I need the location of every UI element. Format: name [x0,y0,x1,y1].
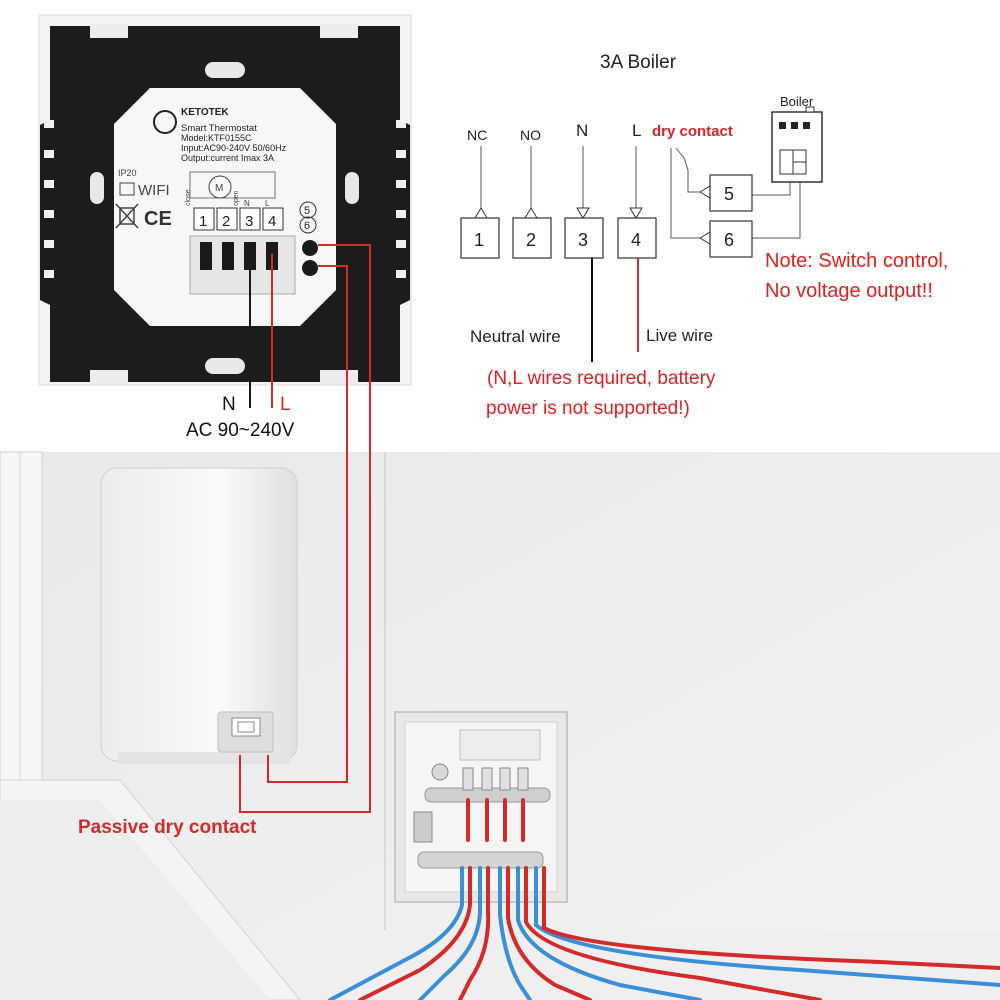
pin-boxes [460,217,657,259]
dry-terminal-5-ring [299,201,317,219]
boiler-icon-label: Boiler [780,94,814,109]
side-slots [44,120,406,278]
motor-letter: M [215,183,223,194]
clip-tr [320,24,358,38]
input-spec-text: Input:AC90-240V 50/60Hz [181,143,287,153]
dry-terminal-5: 5 [304,205,310,217]
brand-text: KETOTEK [181,107,229,118]
screw-slot-bottom [205,358,245,374]
screw-slot-top [205,62,245,78]
tag-l: L [265,199,270,208]
schematic-title: 3A Boiler [600,52,677,73]
clip-bl [90,370,128,384]
tag-open: open [233,190,240,206]
screw-slot-right [345,172,359,204]
ketotek-logo [153,110,177,134]
passive-dry-contact-label: Passive dry contact [78,817,257,838]
dry-wire-outer [239,244,371,813]
schematic-dry-5: 5 [724,184,734,204]
schematic-pin-1: 1 [474,230,484,250]
pump-unit [413,811,433,843]
schematic-pin-3: 3 [578,230,588,250]
manifold-controller [459,729,541,761]
valve-2 [481,767,493,791]
note-line-2: No voltage output!! [765,280,933,302]
wiring-schematic: 3A Boiler NC NO N L dry contact 1 2 [460,52,948,419]
clip-tl [90,24,128,38]
schematic-pin-4: 4 [631,230,641,250]
valve-4 [517,767,529,791]
pressure-gauge [431,763,449,781]
boiler-base [118,752,290,764]
pin-label-no: NO [520,127,541,143]
weee-bin-icon [115,203,139,229]
pin-arrows [474,207,643,219]
valve-1 [462,767,474,791]
boiler-icon [771,106,823,183]
neutral-wire-label: Neutral wire [470,327,561,346]
power-n-label: N [222,394,236,415]
clip-br [320,370,358,384]
boiler-terminal-inner [237,721,255,733]
product-text: Smart Thermostat [181,123,257,134]
power-l-label: L [280,394,291,415]
boiler-terminal-block [231,717,261,737]
pin-label-nc: NC [467,127,487,143]
pin-label-n: N [576,121,588,140]
dry-contact-leads [670,147,801,239]
note-line-1: Note: Switch control, [765,250,948,272]
output-spec-text: Output:current Imax 3A [181,153,274,163]
counter-shadow [0,800,270,1000]
circuit-outline [189,171,276,199]
thermostat-back-panel: KETOTEK Smart Thermostat Model:KTF0155C … [38,14,412,386]
terminal-4: 4 [268,213,276,230]
ip-rating-text: IP20 [118,168,137,178]
dry-wire-inner [267,265,348,783]
dry-contact-label: dry contact [652,123,733,140]
terminal-3: 3 [245,213,253,230]
dry-screw-6 [302,260,318,276]
ce-mark: CE [144,208,172,230]
floor [300,930,1000,1000]
boiler-unit [100,467,298,764]
dry-terminal-6: 6 [304,220,310,232]
terminal-2: 2 [222,213,230,230]
terminal-number-row: 1 2 3 4 [193,207,284,231]
pin-label-l: L [632,121,641,140]
schematic-dry-6: 6 [724,230,734,250]
field-wires [239,244,371,813]
live-wire-label: Live wire [646,326,713,345]
wifi-text: WIFI [138,182,170,199]
dry-pin-6-box [709,220,753,258]
valve-3 [499,767,511,791]
dry-screw-5 [302,240,318,256]
room-scene [0,451,1000,1000]
schematic-pin-2: 2 [526,230,536,250]
double-insulation-icon [119,182,135,196]
tag-n: N [244,199,250,208]
floor-pipes [328,798,1000,1000]
dry-terminal-6-ring [299,216,317,234]
power-voltage-label: AC 90~240V [186,420,295,441]
pin-leads [480,146,637,208]
model-text: Model:KTF0155C [181,133,252,143]
screw-slot-left [90,172,104,204]
dry-contact-arrows [699,185,711,245]
terminal-1: 1 [199,213,207,230]
manifold-cabinet [394,711,568,903]
manifold-bottom-bar [417,851,544,869]
warning-line-1: (N,L wires required, battery [487,368,716,389]
tag-close: close [185,190,192,206]
warning-line-2: power is not supported!) [486,398,690,419]
dry-pin-5-box [709,174,753,212]
